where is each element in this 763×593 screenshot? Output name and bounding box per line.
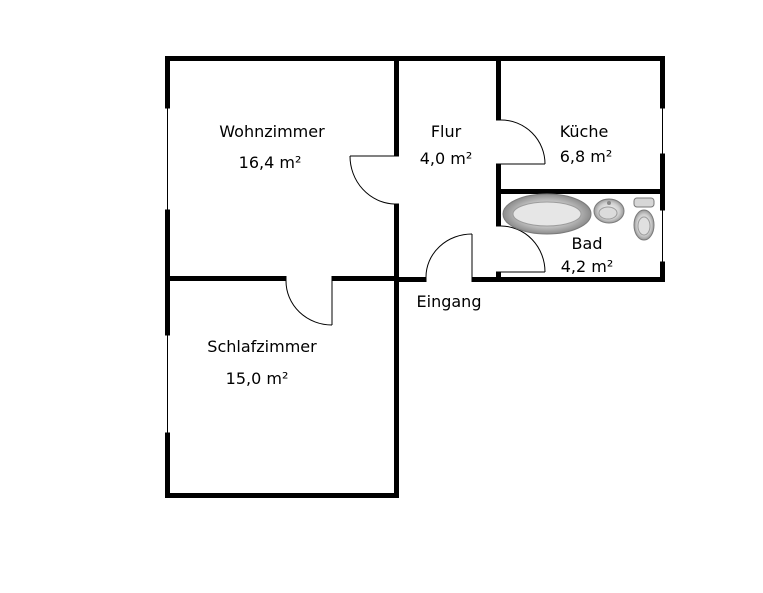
room-area-schlafzimmer: 15,0 m²	[226, 369, 289, 388]
wall-living-bedroom	[165, 276, 398, 281]
entrance-label: Eingang	[417, 292, 482, 311]
wall-bottom-bedroom	[165, 493, 398, 498]
room-area-wohnzimmer: 16,4 m²	[239, 153, 302, 172]
room-name-schlafzimmer: Schlafzimmer	[207, 337, 317, 356]
wall-top	[165, 56, 665, 61]
wall-flur-kitchen	[496, 56, 501, 282]
bathtub-icon	[502, 193, 592, 235]
wall-flur-bottom	[394, 277, 665, 282]
door-flur-kitchen	[496, 119, 546, 165]
sink-icon	[593, 198, 625, 224]
toilet-icon	[633, 197, 655, 241]
windows	[165, 107, 665, 434]
room-labels: Wohnzimmer 16,4 m² Flur 4,0 m² Küche 6,8…	[207, 122, 613, 388]
room-area-kueche: 6,8 m²	[560, 147, 613, 166]
door-living-bedroom	[285, 276, 333, 326]
room-name-wohnzimmer: Wohnzimmer	[219, 122, 325, 141]
door-living-flur	[349, 155, 399, 205]
door-flur-bath	[496, 225, 546, 273]
walls	[165, 56, 665, 498]
room-name-kueche: Küche	[560, 122, 609, 141]
room-name-flur: Flur	[431, 122, 462, 141]
doors	[285, 119, 546, 326]
room-area-bad: 4,2 m²	[561, 257, 614, 276]
wall-kitchen-bath	[496, 189, 665, 194]
room-area-flur: 4,0 m²	[420, 149, 473, 168]
door-entrance	[425, 233, 473, 282]
room-name-bad: Bad	[572, 234, 603, 253]
wall-right	[660, 56, 665, 282]
bathroom-fixtures	[502, 193, 655, 241]
